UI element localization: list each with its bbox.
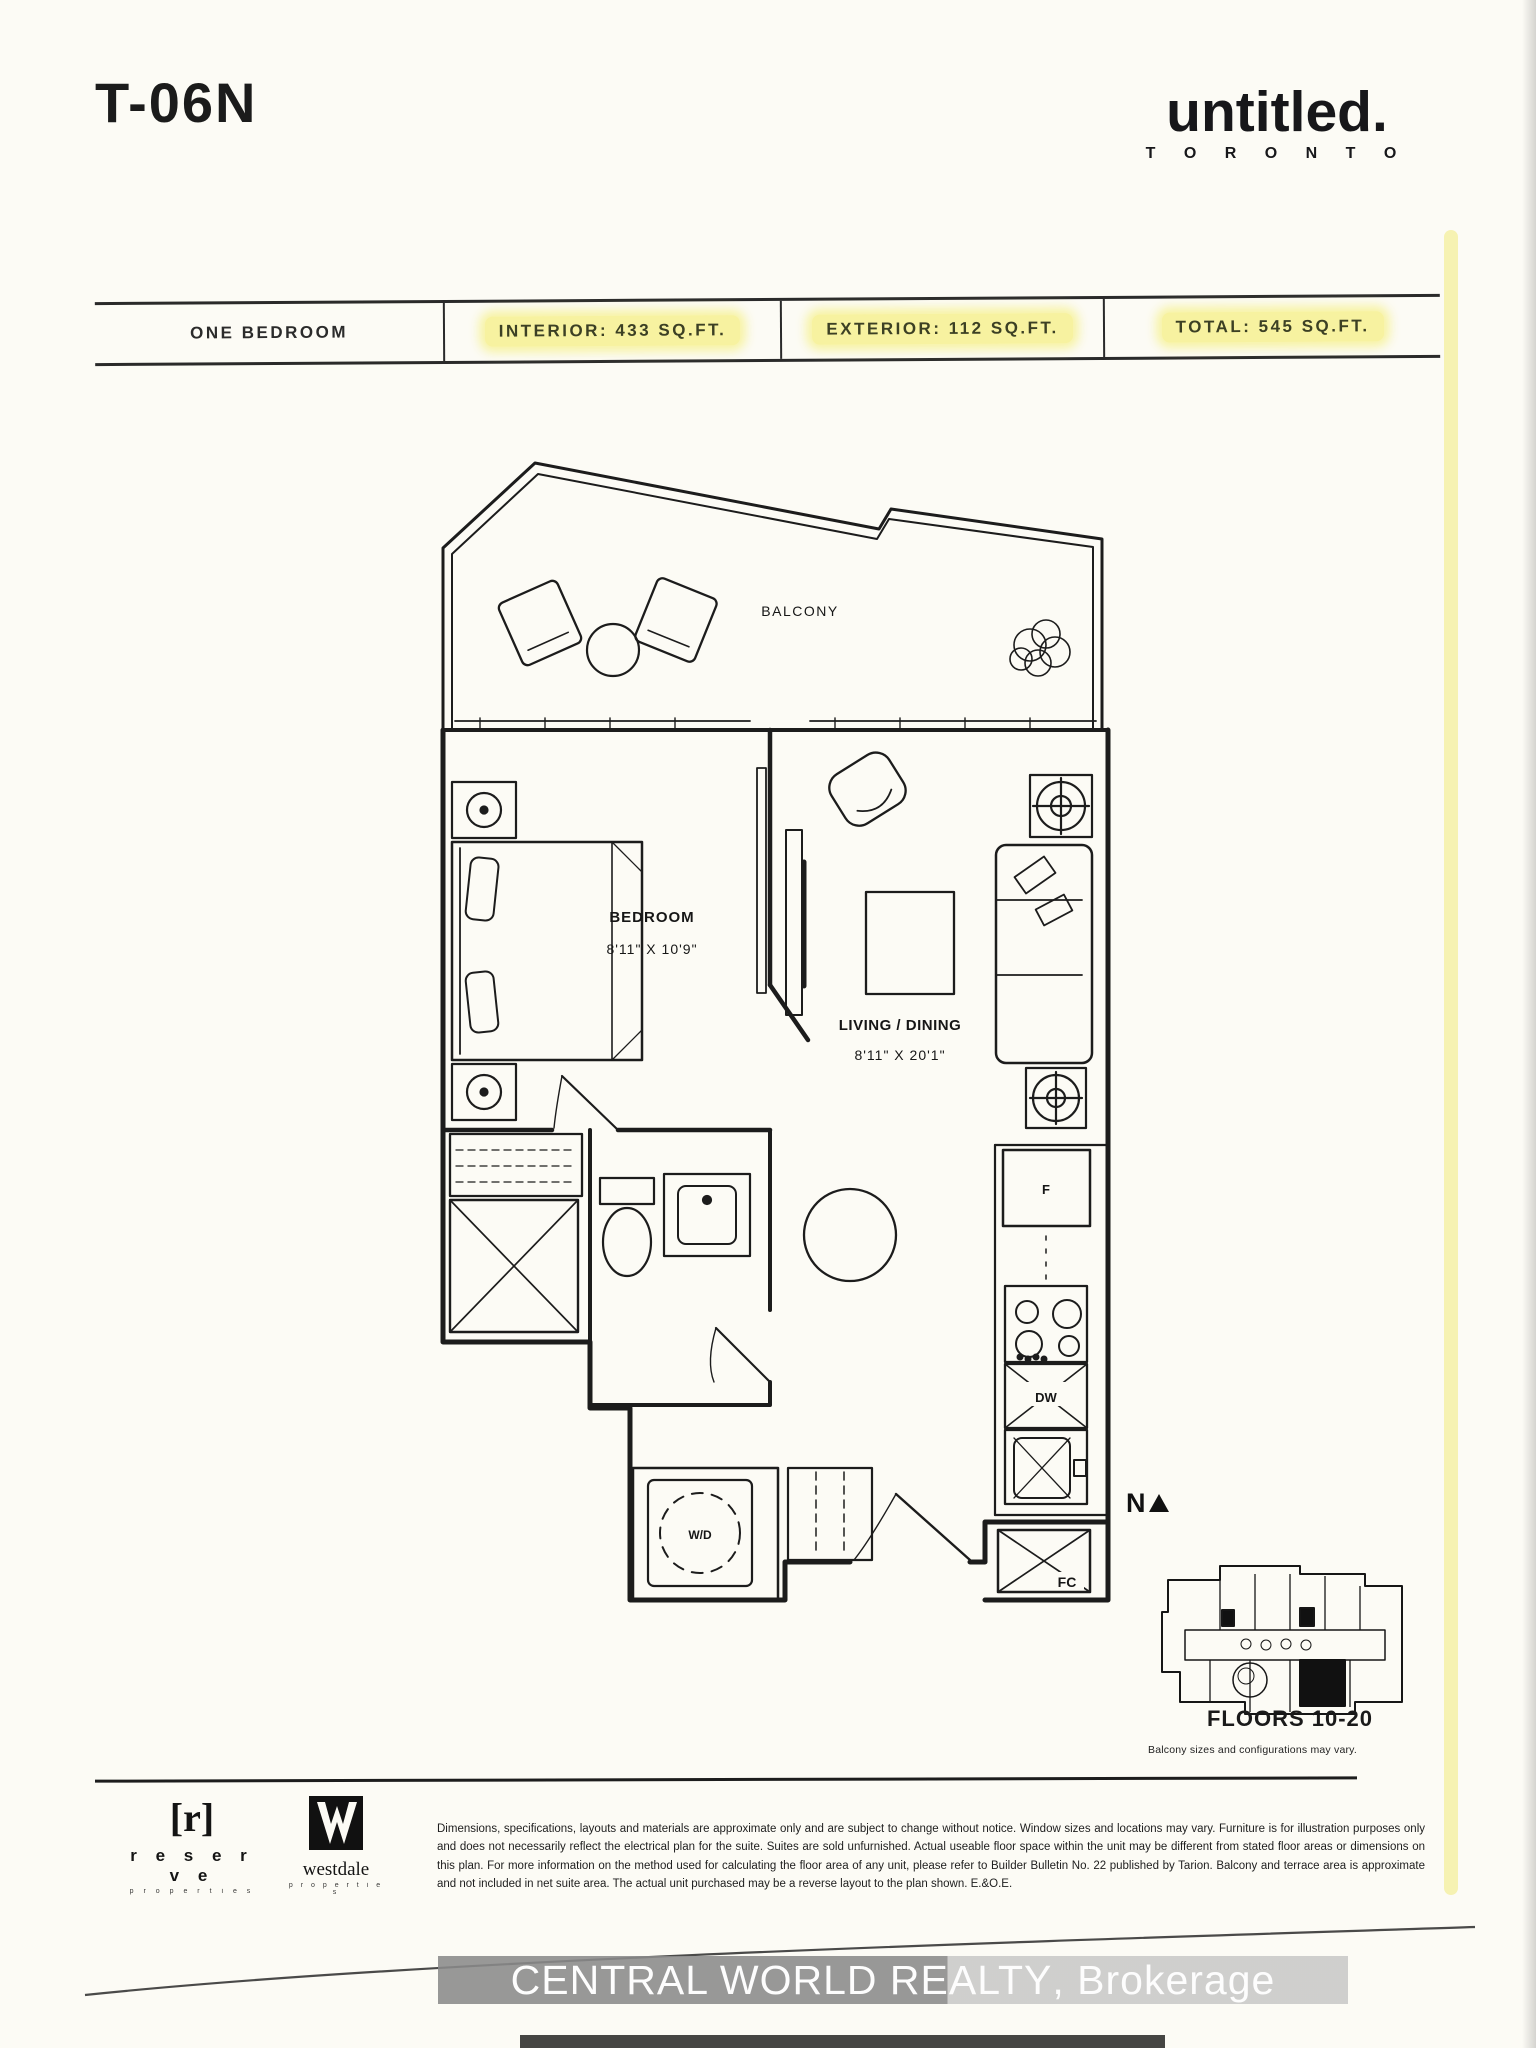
closet-shelves	[448, 1132, 584, 1198]
sliding-door-panel	[756, 767, 767, 994]
north-label: N	[1126, 1488, 1146, 1518]
stove-burners	[1003, 1284, 1089, 1364]
summary-cell-exterior: EXTERIOR: 112 SQ.FT.	[779, 298, 1104, 359]
bedroom-door	[553, 1074, 620, 1132]
balcony-label: BALCONY	[761, 603, 838, 619]
reserve-logo-name: r e s e r v e	[130, 1846, 254, 1885]
scan-curl-line	[84, 1925, 1476, 1997]
bedroom-dims: 8'11" X 10'9"	[606, 941, 697, 957]
washer-dryer	[631, 1466, 780, 1602]
balcony-outline	[441, 461, 1104, 732]
washer-dryer-label: W/D	[688, 1528, 712, 1542]
balcony-table-icon	[585, 622, 641, 678]
north-arrow-icon: N	[1126, 1488, 1169, 1519]
summary-cell-interior: INTERIOR: 433 SQ.FT.	[442, 300, 781, 361]
fridge-label: F	[1042, 1182, 1050, 1197]
keyplan-unit-highlight	[1299, 1659, 1346, 1707]
reserve-logo-mark: [r]	[169, 1795, 215, 1840]
summary-cell-type: ONE BEDROOM	[95, 303, 443, 363]
floor-plan-drawing: BALCONY BEDROOM 8'11" X 10'9" LIVING / D…	[440, 461, 1111, 1603]
tv-console	[785, 829, 807, 1016]
brokerage-watermark: CENTRAL WORLD REALTY , Brokerage	[438, 1956, 1348, 2004]
westdale-logo: westdale p r o p e r t i e s	[286, 1796, 386, 1896]
unit-type-label: ONE BEDROOM	[190, 322, 349, 343]
keyplan-drawing	[1161, 1565, 1403, 1715]
keyplan-floors-label: FLOORS 10-20	[1206, 1706, 1374, 1731]
brand-city: T O R O N T O	[1145, 145, 1409, 162]
kitchen-sink	[1003, 1428, 1089, 1506]
sofa	[994, 843, 1094, 1065]
dining-table	[802, 1187, 898, 1283]
coffee-table	[864, 890, 956, 996]
brand-logo: untitled. T O R O N T O	[1112, 84, 1442, 163]
living-dining-dims: 8'11" X 20'1"	[854, 1047, 945, 1063]
fan-coil-label: FC	[1058, 1574, 1077, 1590]
disclaimer-text: Dimensions, specifications, layouts and …	[437, 1823, 1425, 1891]
kitchen-counter	[993, 1143, 1110, 1517]
window-wall	[454, 717, 1097, 731]
interior-walls	[440, 727, 811, 1407]
westdale-logo-icon	[309, 1796, 363, 1850]
balcony-chair-icon	[497, 577, 718, 667]
watermark-primary: CENTRAL WORLD REALTY	[510, 1956, 1053, 2003]
interior-area-label: INTERIOR: 433 SQ.FT.	[484, 315, 741, 347]
shower-box	[448, 1198, 580, 1334]
linen-closet	[786, 1466, 874, 1562]
unit-outer-walls	[440, 727, 1111, 1603]
unit-summary-bar: ONE BEDROOM INTERIOR: 433 SQ.FT. EXTERIO…	[94, 293, 1441, 367]
reserve-logo: [r] r e s e r v e p r o p e r t i e s	[122, 1795, 262, 1896]
footer-divider	[94, 1776, 1358, 1783]
sink-vanity	[662, 1172, 752, 1258]
ceiling-light-symbol	[1024, 773, 1094, 1130]
westdale-logo-name: westdale	[302, 1859, 370, 1880]
exterior-area-label: EXTERIOR: 112 SQ.FT.	[812, 313, 1073, 345]
reserve-logo-sub: p r o p e r t i e s	[129, 1888, 255, 1895]
total-area-label: TOTAL: 545 SQ.FT.	[1161, 311, 1384, 343]
armchair	[828, 751, 907, 827]
fan-coil-box	[996, 1528, 1092, 1594]
keyplan-note: Balcony sizes and configurations may var…	[1148, 1744, 1357, 1756]
watermark-secondary: , Brokerage	[1052, 1956, 1276, 2003]
brand-name: untitled.	[1166, 80, 1388, 144]
westdale-logo-sub: p r o p e r t i e s	[288, 1882, 384, 1896]
bed	[450, 840, 644, 1062]
nightstand-lamp-icon	[450, 780, 518, 1122]
bathroom-door	[709, 1326, 772, 1384]
summary-cell-total: TOTAL: 545 SQ.FT.	[1103, 296, 1441, 357]
toilet	[598, 1176, 656, 1278]
highlighter-strip	[1444, 230, 1458, 1895]
plant-icon	[1009, 619, 1071, 677]
page-edge-shadow	[1522, 0, 1536, 2048]
dishwasher-label: DW	[1035, 1390, 1057, 1405]
bottom-scan-bar	[520, 2035, 1165, 2048]
dishwasher-box	[1003, 1362, 1089, 1430]
bedroom-label: BEDROOM	[609, 909, 694, 926]
page-title: T-06N	[95, 71, 258, 134]
living-dining-label: LIVING / DINING	[839, 1017, 962, 1034]
fridge-box	[1001, 1148, 1092, 1228]
